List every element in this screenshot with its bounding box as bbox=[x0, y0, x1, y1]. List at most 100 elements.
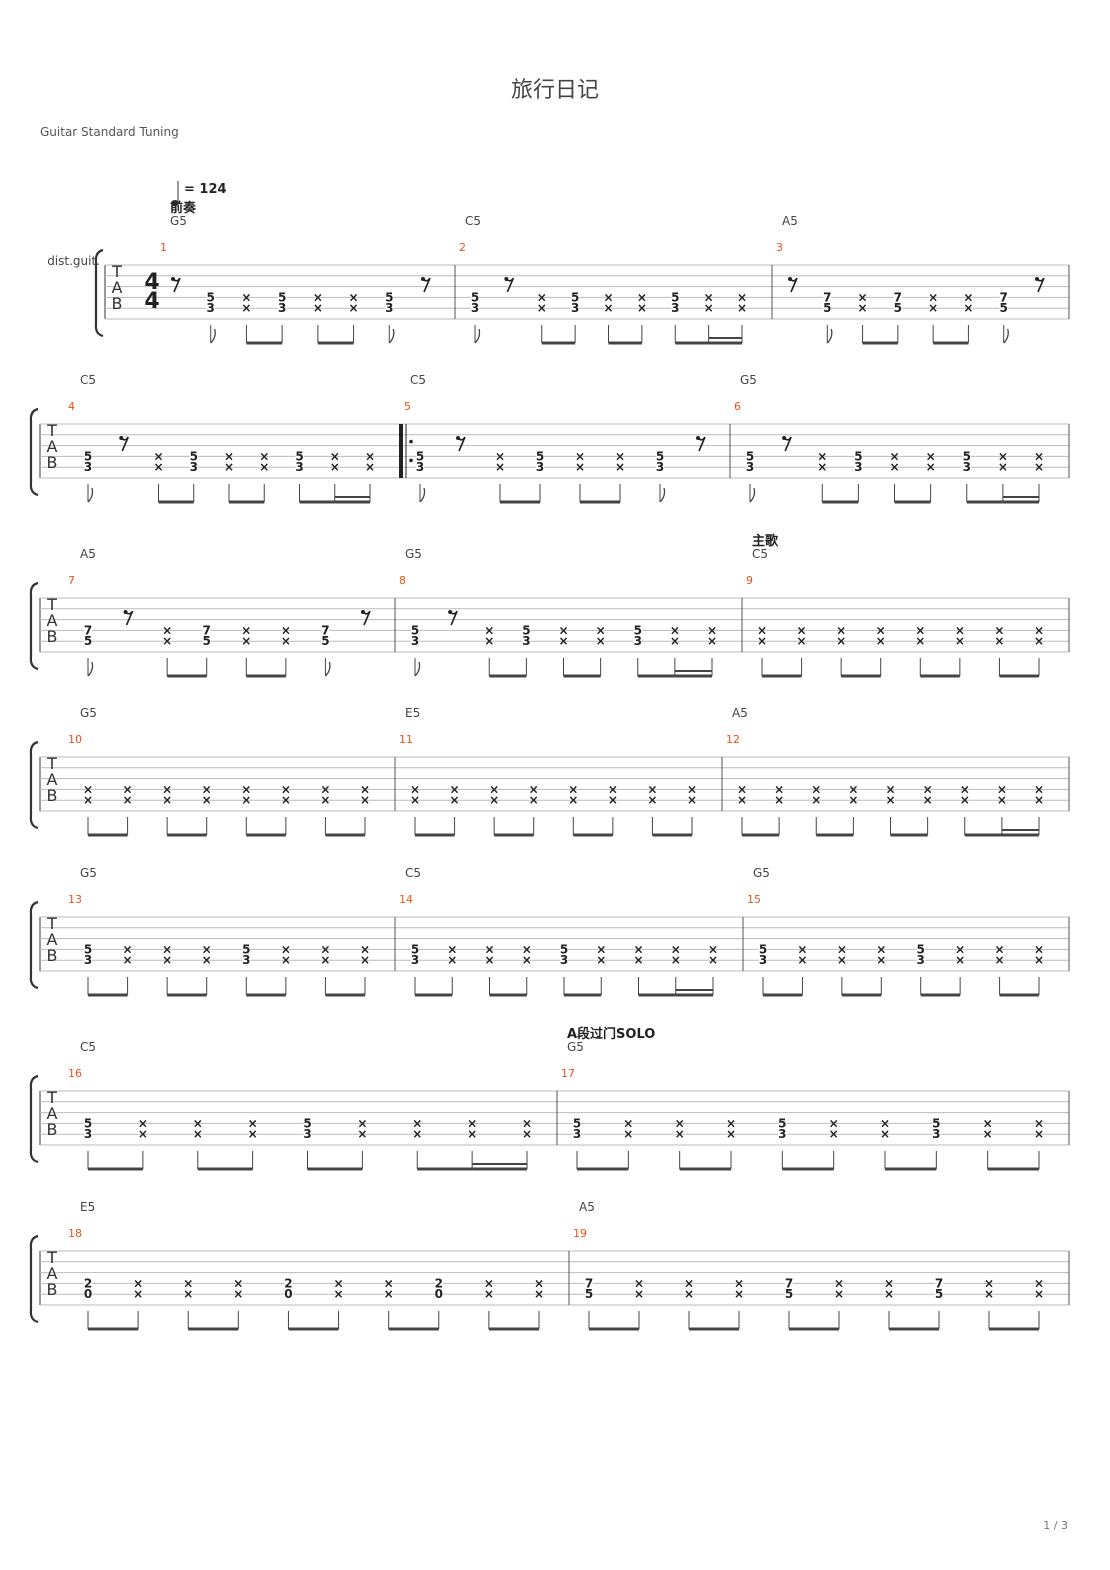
fret-bg bbox=[633, 625, 642, 646]
muted-note: × bbox=[670, 634, 680, 648]
muted-note: × bbox=[889, 460, 899, 474]
fret-bg bbox=[84, 625, 92, 646]
muted-note: × bbox=[183, 1287, 193, 1301]
muted-note: × bbox=[412, 1116, 422, 1130]
muted-note: × bbox=[637, 290, 647, 304]
muted-note: × bbox=[876, 623, 886, 637]
muted-note: × bbox=[123, 953, 133, 967]
muted-note: × bbox=[495, 449, 505, 463]
muted-note: × bbox=[384, 1287, 394, 1301]
fret-number: 2 bbox=[84, 1276, 92, 1290]
muted-note: × bbox=[670, 623, 680, 637]
fret-number: 5 bbox=[190, 449, 198, 463]
fret-bg bbox=[434, 1278, 443, 1299]
muted-note: × bbox=[248, 1116, 258, 1130]
fret-bg bbox=[202, 625, 211, 646]
muted-note: × bbox=[797, 634, 807, 648]
chord-name: G5 bbox=[740, 373, 757, 387]
fret-number: 5 bbox=[823, 301, 831, 315]
muted-note: × bbox=[675, 1116, 685, 1130]
measure-number: 17 bbox=[561, 1067, 575, 1080]
muted-note: × bbox=[997, 793, 1007, 807]
muted-note: × bbox=[928, 290, 938, 304]
repeat-dot bbox=[409, 439, 413, 444]
measure-number: 18 bbox=[68, 1227, 82, 1240]
eighth-rest-dot bbox=[696, 436, 700, 440]
fret-number: 3 bbox=[471, 301, 479, 315]
muted-note: × bbox=[998, 460, 1008, 474]
fret-number: 3 bbox=[571, 301, 579, 315]
muted-note: × bbox=[885, 782, 895, 796]
measure-number: 19 bbox=[573, 1227, 587, 1240]
muted-note: × bbox=[737, 782, 747, 796]
chord-name: A5 bbox=[579, 1200, 595, 1214]
muted-note: × bbox=[202, 953, 212, 967]
fret-number: 2 bbox=[435, 1276, 443, 1290]
fret-number: 7 bbox=[785, 1276, 793, 1290]
tab-clef-letter: B bbox=[47, 1280, 58, 1299]
muted-note: × bbox=[529, 793, 539, 807]
muted-note: × bbox=[603, 290, 613, 304]
muted-note: × bbox=[357, 1116, 367, 1130]
muted-note: × bbox=[529, 782, 539, 796]
fret-number: 5 bbox=[84, 449, 92, 463]
fret-number: 7 bbox=[84, 623, 92, 637]
instrument-label: dist.guit. bbox=[47, 254, 100, 268]
muted-note: × bbox=[634, 1287, 644, 1301]
fret-number: 5 bbox=[571, 290, 579, 304]
muted-note: × bbox=[447, 942, 457, 956]
fret-number: 3 bbox=[84, 953, 92, 967]
chord-name: G5 bbox=[753, 866, 770, 880]
fret-bg bbox=[242, 944, 251, 965]
tab-clef-letter: T bbox=[46, 421, 57, 440]
muted-note: × bbox=[1034, 449, 1044, 463]
eighth-rest-dot bbox=[788, 277, 792, 281]
fret-bg bbox=[585, 1278, 593, 1299]
muted-note: × bbox=[233, 1276, 243, 1290]
muted-note: × bbox=[575, 449, 585, 463]
muted-note: × bbox=[202, 793, 212, 807]
fret-number: 7 bbox=[894, 290, 902, 304]
fret-number: 5 bbox=[894, 301, 902, 315]
muted-note: × bbox=[224, 460, 234, 474]
muted-note: × bbox=[998, 449, 1008, 463]
tuning-label: Guitar Standard Tuning bbox=[40, 125, 179, 139]
fret-number: 5 bbox=[573, 1116, 581, 1130]
fret-number: 5 bbox=[854, 449, 862, 463]
fret-number: 5 bbox=[84, 634, 92, 648]
muted-note: × bbox=[684, 1276, 694, 1290]
measure-number: 8 bbox=[399, 574, 406, 587]
muted-note: × bbox=[450, 782, 460, 796]
fret-number: 3 bbox=[746, 460, 754, 474]
fret-number: 3 bbox=[242, 953, 250, 967]
system-bracket bbox=[29, 740, 39, 830]
muted-note: × bbox=[1034, 634, 1044, 648]
fret-bg bbox=[759, 944, 767, 965]
muted-note: × bbox=[829, 1127, 839, 1141]
muted-note: × bbox=[484, 1276, 494, 1290]
muted-note: × bbox=[960, 782, 970, 796]
muted-note: × bbox=[522, 1116, 532, 1130]
muted-note: × bbox=[522, 953, 532, 967]
fret-bg bbox=[893, 292, 902, 313]
fret-number: 5 bbox=[634, 623, 642, 637]
fret-number: 5 bbox=[759, 942, 767, 956]
muted-note: × bbox=[281, 953, 291, 967]
muted-note: × bbox=[281, 623, 291, 637]
muted-note: × bbox=[633, 942, 643, 956]
muted-note: × bbox=[534, 1287, 544, 1301]
muted-note: × bbox=[997, 782, 1007, 796]
fret-bg bbox=[823, 292, 832, 313]
muted-note: × bbox=[123, 793, 133, 807]
muted-note: × bbox=[734, 1287, 744, 1301]
tab-clef-letter: A bbox=[112, 278, 123, 297]
muted-note: × bbox=[707, 634, 717, 648]
fret-bg bbox=[303, 1118, 312, 1139]
eighth-rest-dot bbox=[171, 277, 175, 281]
measure-number: 2 bbox=[459, 241, 466, 254]
muted-note: × bbox=[837, 942, 847, 956]
fret-bg bbox=[385, 292, 394, 313]
muted-note: × bbox=[349, 301, 359, 315]
muted-note: × bbox=[995, 953, 1005, 967]
muted-note: × bbox=[1034, 782, 1044, 796]
